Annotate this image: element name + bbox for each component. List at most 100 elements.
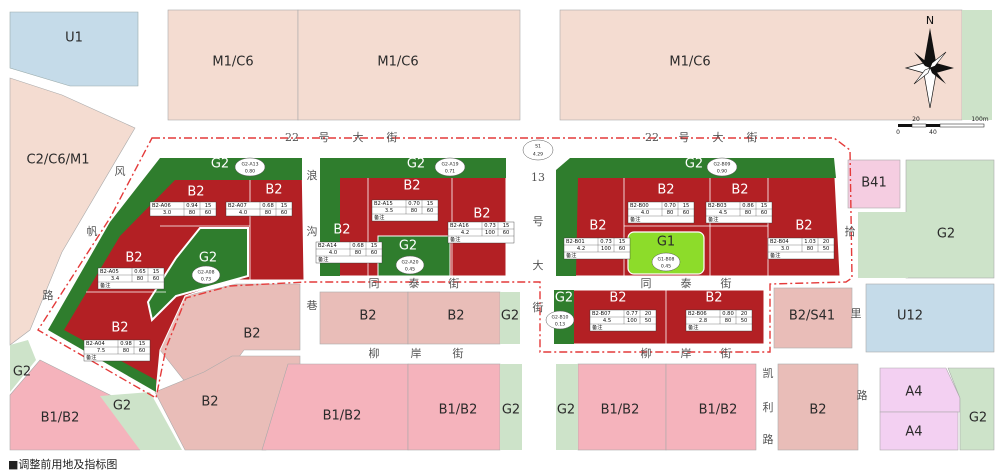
svg-text:G2: G2 (969, 411, 987, 426)
svg-text:0.71: 0.71 (445, 169, 455, 175)
svg-text:G2-A13: G2-A13 (241, 162, 258, 168)
oval-S1: S1 4.29 (522, 139, 554, 161)
table-code: B2-A15 (374, 201, 393, 207)
table-green: 60 (427, 208, 434, 214)
green-strip-ne (962, 10, 992, 120)
table-height: 15 (761, 203, 768, 209)
svg-text:G2: G2 (13, 365, 31, 380)
svg-text:B2: B2 (333, 223, 350, 238)
svg-text:G2: G2 (113, 399, 131, 414)
table-height: 15 (139, 341, 146, 347)
street-fengfan-3: 路 (43, 289, 54, 302)
street-langgou-1: 浪 (307, 168, 318, 182)
table-density: 80 (137, 276, 144, 282)
table-far: 3.0 (163, 210, 171, 216)
table-green: 60 (281, 210, 288, 216)
table-note: 备注 (592, 323, 602, 331)
table-height: 15 (503, 223, 510, 229)
svg-text:S1: S1 (535, 144, 541, 150)
street-liuan-e-1: 柳 (641, 346, 652, 360)
table-code: B2-B07 (592, 311, 611, 317)
svg-text:0.80: 0.80 (245, 169, 255, 175)
svg-text:B2: B2 (795, 219, 812, 234)
svg-text:C2/C6/M1: C2/C6/M1 (27, 153, 90, 168)
table-density: 80 (667, 210, 674, 216)
table-green: 50 (823, 246, 830, 252)
table-note: 备注 (708, 215, 718, 223)
street-liuan-w-2: 岸 (411, 347, 422, 360)
table-code: B2-B00 (630, 203, 649, 209)
svg-text:B1/B2: B1/B2 (41, 411, 80, 426)
table-code: B2-B01 (566, 239, 585, 245)
street-liuan-w-1: 柳 (369, 346, 380, 360)
parcel-B2-sw2: B2 (154, 355, 301, 451)
parcel-G2-west2: G2 (100, 392, 182, 450)
svg-text:B2: B2 (809, 403, 826, 418)
table-far: 3.5 (385, 208, 393, 214)
parcel-G2-strip1: G2 (500, 292, 520, 344)
svg-text:A4: A4 (905, 385, 922, 400)
svg-text:G2-B09: G2-B09 (714, 162, 731, 168)
table-note: 备注 (86, 353, 96, 361)
svg-text:B2/S41: B2/S41 (789, 309, 835, 324)
parcel-C2C6M1: C2/C6/M1 (9, 77, 136, 346)
parcel-G2-west: G2 (10, 340, 36, 392)
street-yuli-2: 里 (851, 307, 862, 320)
table-ratio: 0.80 (722, 311, 734, 317)
street-liuan-w-3: 街 (453, 346, 464, 360)
parcel-G2-strip2: G2 (500, 364, 522, 450)
parcel-B2-sw1: B2 (159, 283, 301, 389)
svg-text:M1/C6: M1/C6 (669, 55, 710, 70)
svg-text:B1/B2: B1/B2 (699, 403, 738, 418)
svg-text:A4: A4 (905, 425, 922, 440)
street-fengfan-2: 帆 (87, 224, 98, 238)
svg-text:G1-B08: G1-B08 (658, 257, 675, 263)
parcel-B1B2-3: B1/B2 (407, 363, 501, 451)
table-green: 60 (139, 348, 146, 354)
street-yuli-3: 路 (857, 389, 868, 402)
svg-text:G2: G2 (199, 251, 217, 266)
table-ratio: 0.65 (134, 269, 146, 275)
table-green: 60 (371, 250, 378, 256)
table-note: 备注 (318, 255, 328, 263)
table-code: B2-B03 (708, 203, 727, 209)
table-density: 80 (411, 208, 418, 214)
table-density: 100 (601, 246, 611, 252)
table-code: B2-A07 (228, 203, 247, 209)
svg-text:G1: G1 (657, 235, 675, 250)
table-far: 2.8 (699, 318, 707, 324)
svg-text:B1/B2: B1/B2 (439, 403, 478, 418)
table-ratio: 1.03 (804, 239, 816, 245)
table-far: 4.0 (641, 210, 649, 216)
table-note: 备注 (374, 213, 384, 221)
svg-text:B1/B2: B1/B2 (601, 403, 640, 418)
street-liuan-e-3: 街 (721, 346, 732, 360)
svg-text:B1/B2: B1/B2 (323, 409, 362, 424)
table-height: 15 (371, 243, 378, 249)
table-ratio: 0.73 (484, 223, 496, 229)
parcel-G2-strip3: G2 (556, 364, 578, 450)
svg-text:B2: B2 (731, 183, 748, 198)
street-kaili-2: 利 (763, 401, 774, 414)
table-note: 备注 (688, 323, 698, 331)
street-22hao-e-4: 街 (747, 130, 758, 144)
table-note: 备注 (630, 215, 640, 223)
plan-block-3: G2 B2 B2 B2 B2 G1 (555, 157, 841, 277)
svg-text:G2-B10: G2-B10 (552, 315, 569, 321)
table-ratio: 0.73 (600, 239, 612, 245)
svg-text:U12: U12 (897, 309, 923, 324)
street-22hao-w-3: 大 (353, 130, 364, 144)
street-tongtai-e-3: 街 (721, 276, 732, 290)
table-ratio: 0.77 (626, 311, 638, 317)
map-caption: ■调整前用地及指标图 (8, 458, 118, 471)
table-height: 20 (741, 311, 748, 317)
svg-text:0.13: 0.13 (555, 322, 565, 328)
table-height: 15 (427, 201, 434, 207)
table-height: 15 (281, 203, 288, 209)
svg-text:B2: B2 (243, 327, 260, 342)
table-density: 80 (355, 250, 362, 256)
